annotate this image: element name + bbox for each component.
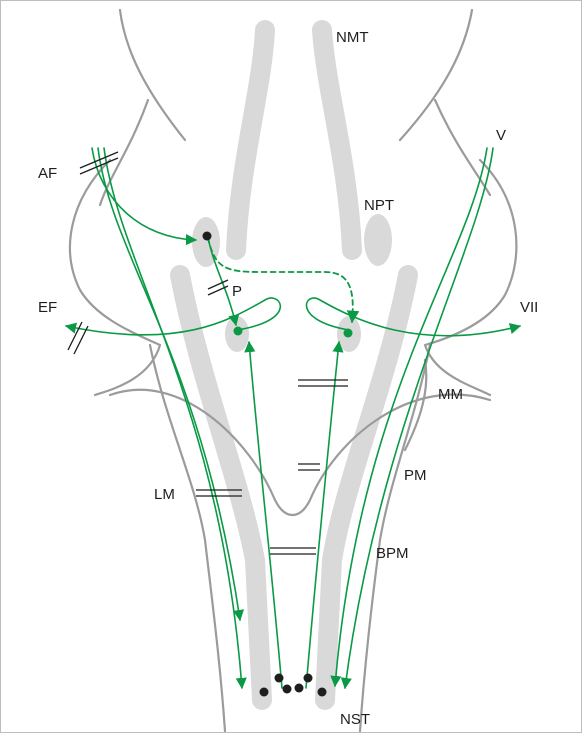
label-nmt: NMT (336, 29, 369, 46)
label-npt: NPT (364, 197, 394, 214)
pathways (66, 148, 520, 697)
label-nst: NST (340, 711, 370, 728)
cerebellum-top-right (400, 10, 472, 140)
labels: NMT NPT AF V P EF VII MM PM LM BPM NST (38, 29, 538, 728)
cerebellum-top-left (120, 10, 185, 140)
label-af: AF (38, 165, 57, 182)
label-p: P (232, 283, 242, 300)
outline-right-inner (435, 100, 490, 195)
nst-cell-6 (318, 688, 327, 697)
outline-right-lobe (425, 160, 516, 395)
p-cell (203, 232, 212, 241)
label-lm: LM (154, 486, 175, 503)
median-tract-right (322, 30, 352, 250)
label-vii: VII (520, 299, 538, 316)
brainstem-outline (70, 10, 516, 731)
label-bpm: BPM (376, 545, 409, 562)
right-facial-cell (344, 329, 353, 338)
median-tract-left (236, 30, 265, 250)
nst-cell-3 (283, 685, 292, 694)
nst-cell-5 (304, 674, 313, 683)
npt-nucleus (364, 214, 392, 266)
label-pm: PM (404, 467, 427, 484)
label-mm: MM (438, 386, 463, 403)
label-v: V (496, 127, 506, 144)
nst-cell-2 (275, 674, 284, 683)
nst-cell-1 (260, 688, 269, 697)
left-facial-cell (234, 327, 243, 336)
label-ef: EF (38, 299, 57, 316)
nst-cell-4 (295, 684, 304, 693)
outline-left-lobe (70, 160, 160, 395)
af-fiber-2 (98, 148, 240, 620)
tracts (180, 30, 408, 700)
